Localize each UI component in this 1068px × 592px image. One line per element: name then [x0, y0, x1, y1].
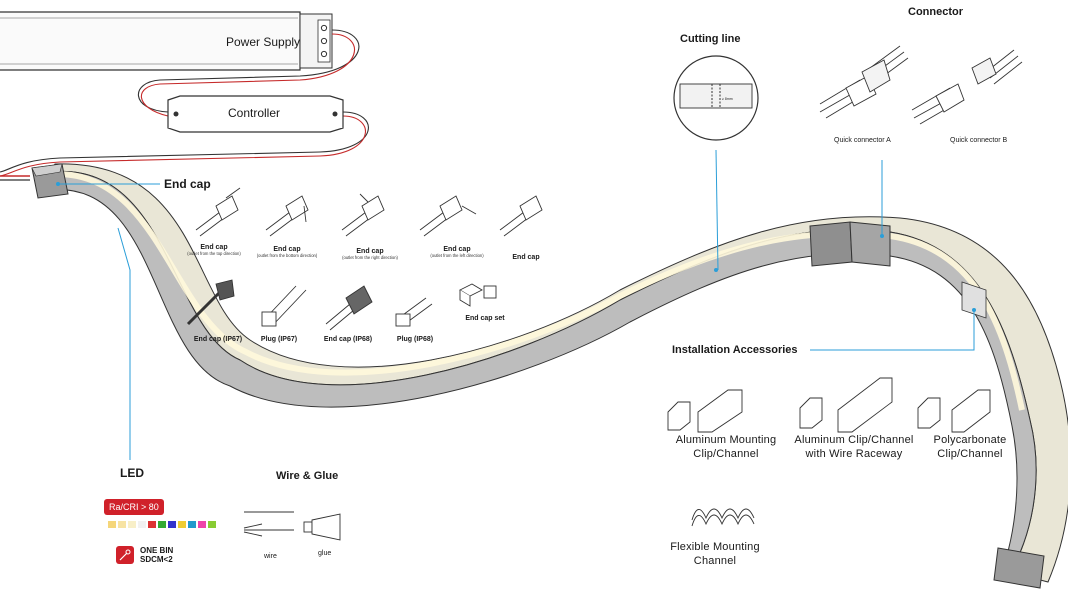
power-supply-label: Power Supply: [226, 35, 301, 49]
end-cap-ip67-label: End cap (IP67): [193, 336, 243, 343]
cri-badge: Ra/CRI > 80: [104, 499, 164, 515]
wire-illustration: [243, 511, 294, 537]
connector-title: Connector: [908, 6, 963, 18]
quick-connector-b-illustration: [911, 49, 1023, 125]
end-cap-top-label: End cap(outlet from the top direction): [187, 244, 241, 257]
end-cap-title: End cap: [164, 177, 211, 191]
controller-box: [167, 95, 344, 133]
wire-label: wire: [264, 553, 277, 560]
glue-illustration: [303, 513, 341, 541]
accessory-illustrations: [667, 377, 991, 527]
plug-ip67-label: Plug (IP67): [260, 336, 298, 343]
led-title: LED: [120, 466, 144, 480]
cutting-line-illustration: [673, 55, 759, 141]
glue-label: glue: [318, 550, 332, 557]
quick-connector-a-illustration: [819, 45, 909, 119]
quick-connector-a-label: Quick connector A: [834, 137, 891, 144]
cutting-line-title: Cutting line: [680, 33, 741, 45]
color-swatches: [108, 521, 216, 528]
controller-label: Controller: [228, 106, 281, 120]
bin-icon: [116, 546, 134, 564]
end-cap-ip68-label: End cap (IP68): [323, 336, 373, 343]
cutting-dim-label: ≥ 8mm: [722, 97, 733, 101]
end-cap-left-label: End cap(outlet from the left direction): [430, 246, 484, 259]
power-wires: [0, 29, 369, 181]
end-cap-set-label: End cap set: [465, 315, 505, 322]
power-supply-box: [0, 11, 333, 71]
installation-accessories-title: Installation Accessories: [672, 344, 798, 356]
end-cap-bottom-label: End cap(outlet from the bottom direction…: [256, 246, 318, 259]
end-cap-variants-illustrations: [186, 187, 543, 331]
plug-ip68-label: Plug (IP68): [396, 336, 434, 343]
quick-connector-b-label: Quick connector B: [950, 137, 1008, 144]
end-cap-plain-label: End cap: [512, 254, 540, 261]
neon-strip: [31, 163, 1068, 589]
leader-lines: [58, 149, 975, 460]
end-cap-right-label: End cap(outlet from the right direction): [342, 248, 398, 261]
wire-glue-title: Wire & Glue: [276, 470, 339, 482]
